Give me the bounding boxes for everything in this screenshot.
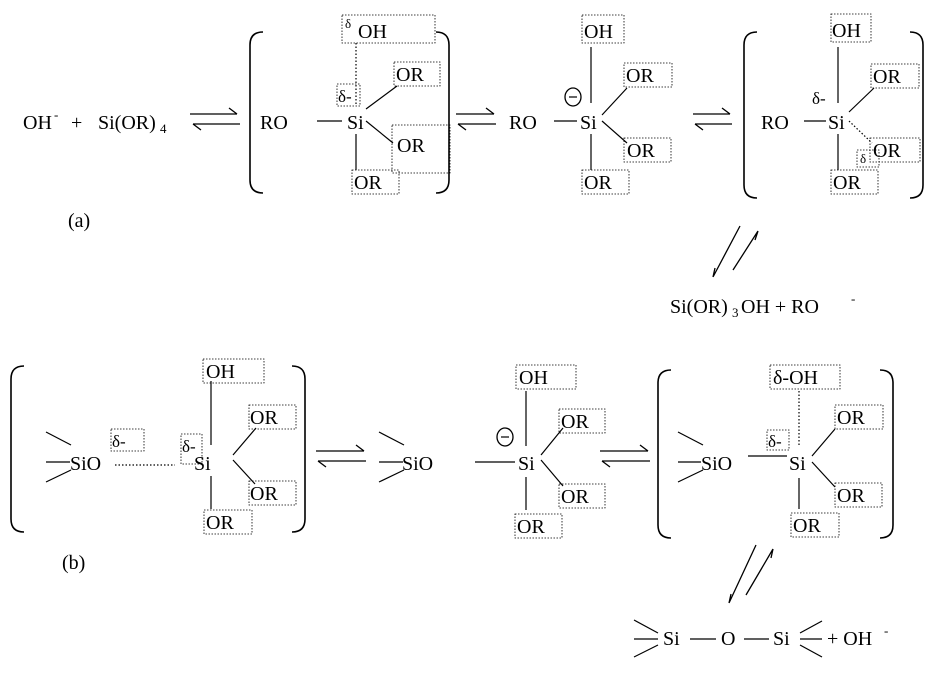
formula-label: -	[54, 107, 58, 122]
formula-label: OH + RO	[741, 296, 819, 318]
formula-label: SiO	[701, 453, 732, 475]
formula-label: SiO	[70, 453, 101, 475]
reactant-hydroxide: OH -	[23, 107, 58, 134]
hydroxide-label: OH	[23, 112, 52, 134]
label-a: (a)	[68, 210, 90, 232]
formula-label: OR	[354, 172, 382, 194]
formula-label: δ-	[812, 89, 826, 108]
product-a: Si(OR) 3 OH + RO -	[670, 291, 855, 320]
transition-state-1: RO δ- Si δ OH OR OR OR	[249, 14, 451, 195]
formula-label: OR	[627, 140, 655, 162]
formula-label: Si	[663, 628, 680, 650]
formula-label: Si	[518, 453, 535, 475]
formula-label: Si	[789, 453, 806, 475]
plus-sign: +	[71, 112, 82, 134]
formula-label: OR	[561, 411, 589, 433]
right-bracket	[909, 31, 924, 199]
formula-label: SiO	[402, 453, 433, 475]
right-bracket	[291, 365, 306, 533]
formula-label: OR	[397, 135, 425, 157]
left-bracket	[10, 365, 25, 533]
left-bracket	[743, 31, 758, 199]
formula-label: δ-	[768, 432, 782, 451]
formula-label: OR	[250, 483, 278, 505]
equilibrium-arrow	[600, 444, 650, 468]
formula-label: δ-	[338, 87, 352, 106]
formula-label: OH	[206, 361, 235, 383]
left-bracket	[657, 369, 672, 539]
formula-label: OR	[250, 407, 278, 429]
formula-label: Si	[347, 112, 364, 134]
formula-label: RO	[509, 112, 537, 134]
formula-label: Si	[773, 628, 790, 650]
formula-label: O	[721, 628, 735, 650]
formula-label: OR	[873, 140, 901, 162]
formula-label: OR	[517, 516, 545, 538]
formula-label: + OH	[827, 628, 872, 650]
formula-label: -	[884, 623, 888, 638]
formula-label: Si	[194, 453, 211, 475]
equilibrium-arrow	[316, 444, 366, 468]
reactant-silicon-alkoxide: Si(OR) 4	[98, 112, 167, 136]
formula-label: OR	[793, 515, 821, 537]
formula-label: 4	[160, 121, 167, 136]
equilibrium-arrow	[456, 107, 496, 131]
formula-label: OH	[584, 21, 613, 43]
formula-label: RO	[761, 112, 789, 134]
formula-label: OR	[206, 512, 234, 534]
formula-label: OR	[833, 172, 861, 194]
equilibrium-arrow	[190, 107, 240, 131]
formula-label: δ	[345, 16, 351, 31]
formula-label: Si	[580, 112, 597, 134]
formula-label: δ-	[112, 432, 126, 451]
formula-label: OR	[561, 486, 589, 508]
formula-label: OR	[626, 65, 654, 87]
negative-charge-icon	[496, 427, 514, 447]
transition-state-2: RO δ- Si OH OR OR δ OR	[743, 13, 924, 199]
formula-label: δ-OH	[773, 367, 818, 389]
formula-label: Si(OR)	[670, 296, 728, 318]
formula-label: δ-	[182, 437, 196, 456]
formula-label: Si(OR)	[98, 112, 156, 134]
formula-label: OR	[873, 66, 901, 88]
formula-label: δ	[860, 151, 866, 166]
negative-charge-icon	[564, 87, 582, 107]
formula-label: OH	[832, 20, 861, 42]
right-bracket	[435, 31, 450, 194]
right-bracket	[879, 369, 894, 539]
formula-label: OR	[584, 172, 612, 194]
formula-label: -	[851, 291, 855, 306]
pentacoordinate-intermediate-b: Si OH OR OR OR	[475, 364, 606, 539]
silanolate: SiO	[378, 431, 433, 483]
diagonal-equilibrium-arrow	[728, 544, 774, 604]
product-b-siloxane: Si O Si + OH -	[633, 619, 888, 658]
formula-label: OR	[396, 64, 424, 86]
transition-state-3: SiO δ- δ- Si OH OR OR OR	[10, 358, 306, 535]
pentacoordinate-intermediate: RO Si OH OR OR OR	[509, 14, 673, 195]
left-bracket	[249, 31, 264, 194]
formula-label: OH	[519, 367, 548, 389]
diagonal-equilibrium-arrow	[712, 225, 759, 278]
formula-label: Si	[828, 112, 845, 134]
transition-state-4: SiO δ- Si δ-OH OR OR OR	[657, 364, 894, 539]
label-b: (b)	[62, 552, 85, 574]
formula-label: OH	[358, 21, 387, 43]
formula-label: OR	[837, 485, 865, 507]
equilibrium-arrow	[693, 107, 732, 131]
formula-label: OR	[837, 407, 865, 429]
formula-label: 3	[732, 305, 739, 320]
formula-label: RO	[260, 112, 288, 134]
